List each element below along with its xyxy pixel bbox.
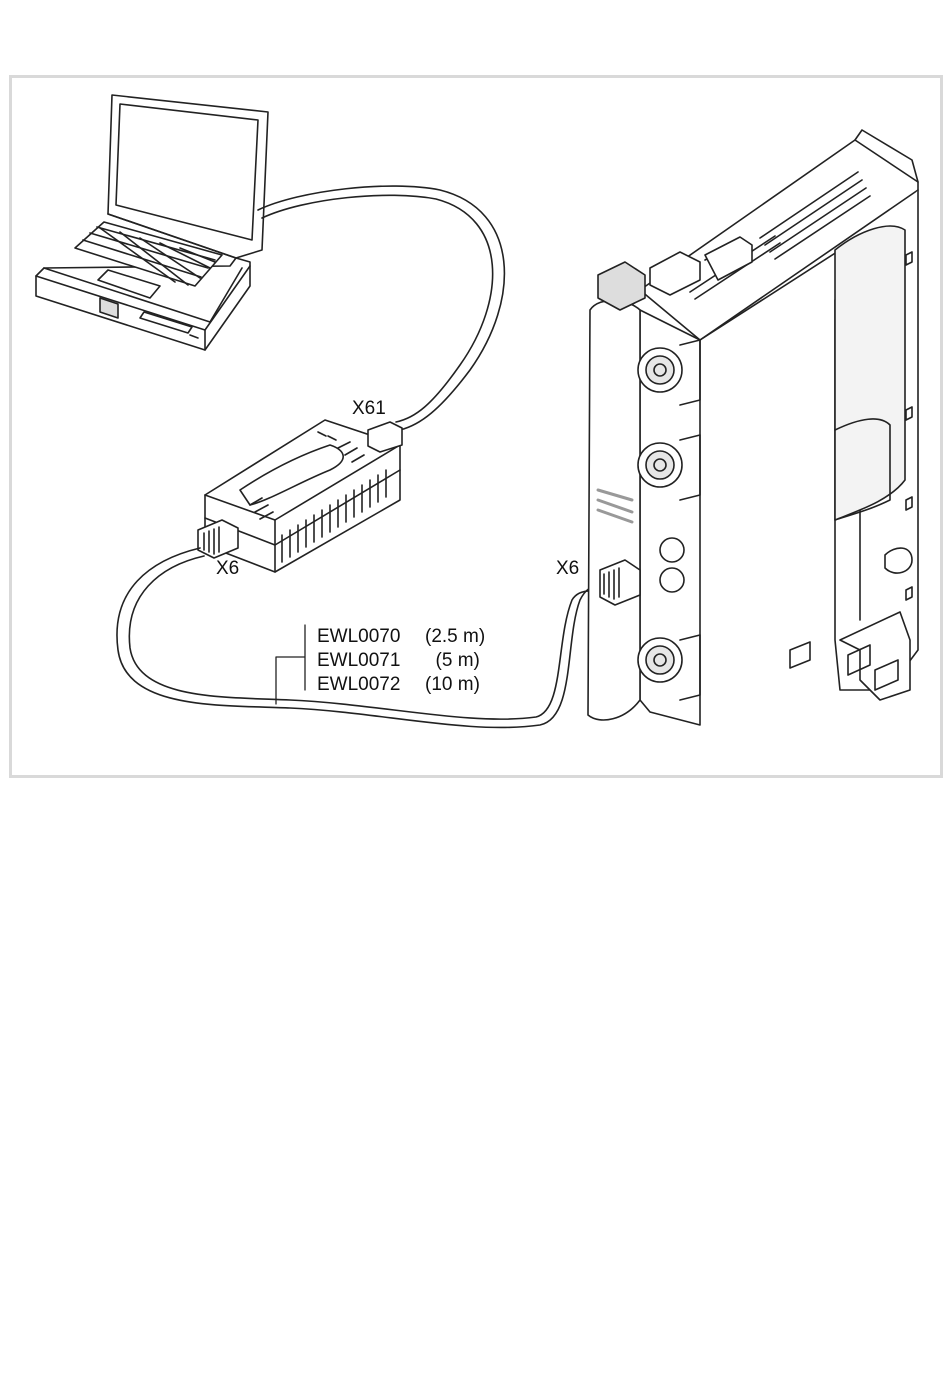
cable-length: (5 m): [425, 649, 480, 673]
cable-laptop-adapter: [258, 186, 504, 430]
label-x6-drive: X6: [556, 559, 579, 578]
cable-bracket: [276, 625, 305, 704]
cable-length: (10 m): [425, 673, 480, 697]
drive-icon: [588, 130, 918, 725]
label-x61: X61: [352, 399, 386, 418]
label-x6-adapter: X6: [216, 559, 239, 578]
cable-code: EWL0071: [317, 649, 425, 673]
usb-adapter-icon: [198, 420, 402, 572]
cable-row: EWL0071 (5 m): [317, 649, 485, 673]
cable-row: EWL0070 (2.5 m): [317, 625, 485, 649]
cable-code: EWL0070: [317, 625, 425, 649]
cable-code: EWL0072: [317, 673, 425, 697]
laptop-icon: [36, 95, 268, 350]
cable-length: (2.5 m): [425, 625, 485, 649]
cable-list: EWL0070 (2.5 m) EWL0071 (5 m) EWL0072 (1…: [317, 625, 485, 697]
cable-row: EWL0072 (10 m): [317, 673, 485, 697]
